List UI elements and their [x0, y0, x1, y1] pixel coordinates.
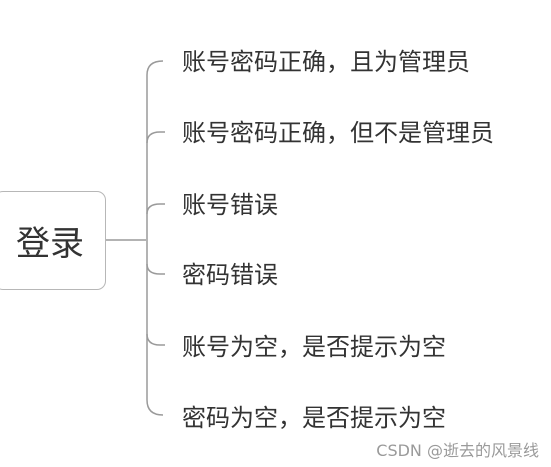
- root-node-label: 登录: [16, 224, 84, 264]
- child-node-2[interactable]: 账号密码正确，但不是管理员: [182, 119, 494, 147]
- child-node-4[interactable]: 密码错误: [182, 261, 278, 289]
- child-node-5[interactable]: 账号为空，是否提示为空: [182, 333, 446, 361]
- branch-connector-3: [146, 203, 165, 215]
- watermark-text: CSDN @逝去的风景线: [376, 441, 539, 460]
- branch-connector-4: [146, 263, 165, 275]
- child-node-6[interactable]: 密码为空，是否提示为空: [182, 404, 446, 432]
- trunk-line: [146, 60, 164, 416]
- child-node-3[interactable]: 账号错误: [182, 191, 278, 219]
- root-node-login[interactable]: 登录: [0, 191, 106, 290]
- branch-connector-2: [146, 131, 165, 144]
- child-node-1[interactable]: 账号密码正确，且为管理员: [182, 48, 470, 76]
- branch-connector-5: [146, 333, 165, 346]
